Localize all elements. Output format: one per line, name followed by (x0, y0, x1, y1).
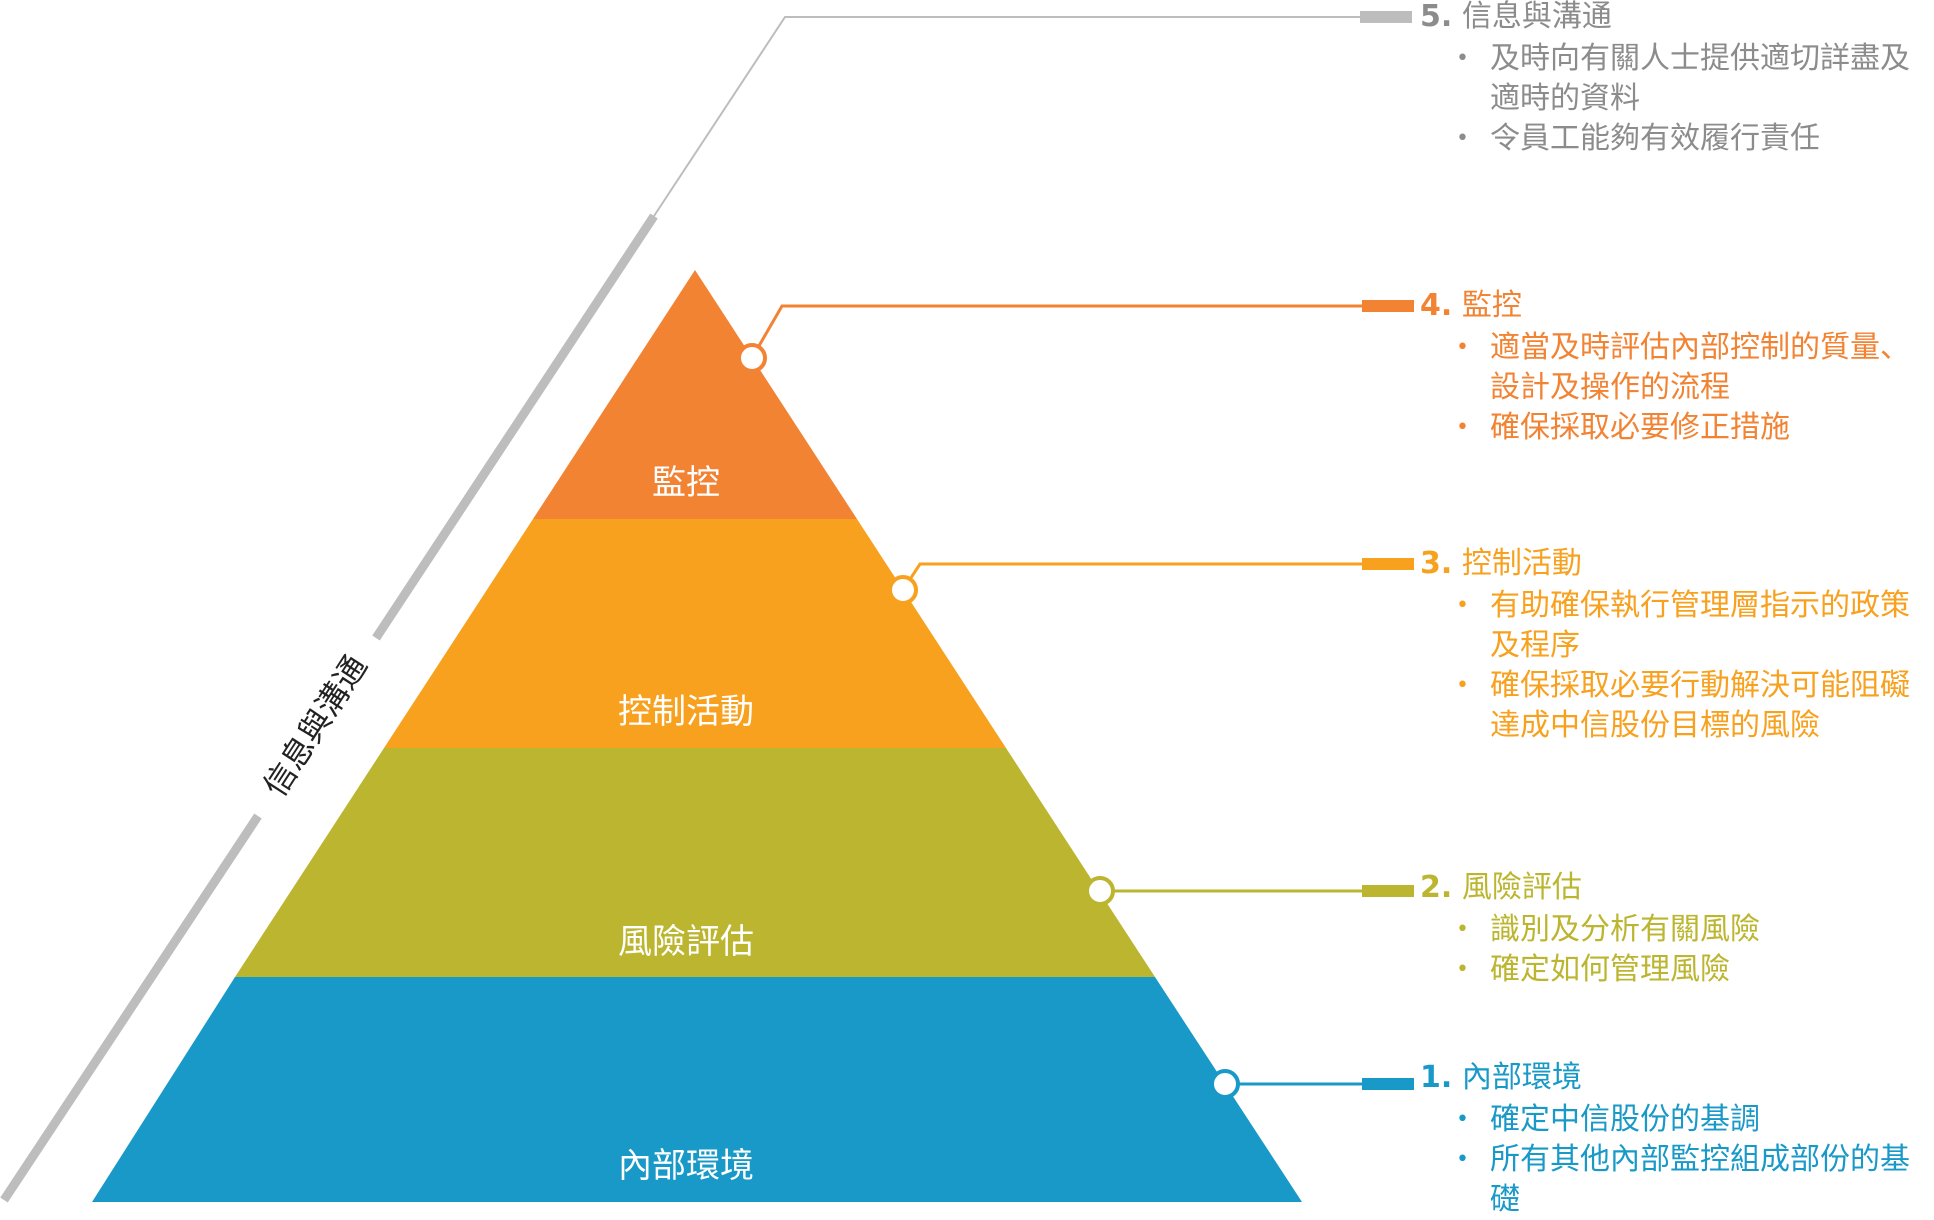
panel-number-information-communication: 5. (1420, 0, 1453, 34)
communication-bar-upper (372, 213, 658, 641)
list-item: 確定中信股份的基調 (1420, 1100, 1920, 1140)
panel-heading-risk-assessment: 風險評估 (1461, 870, 1582, 905)
tier-label-control-activities: 控制活動 (618, 692, 754, 732)
panel-title-monitoring: 4. 監控 (1420, 286, 1920, 326)
panel-number-internal-environment: 1. (1420, 1060, 1453, 1095)
list-item: 所有其他內部監控組成部份的基礎 (1420, 1140, 1920, 1220)
panel-heading-monitoring: 監控 (1461, 288, 1522, 323)
tier-risk-assessment (235, 748, 1155, 977)
panel-internal-environment: 1. 內部環境 確定中信股份的基調 所有其他內部監控組成部份的基礎 (1420, 1058, 1920, 1220)
panel-control-activities: 3. 控制活動 有助確保執行管理層指示的政策及程序 確保採取必要行動解決可能阻礙… (1420, 544, 1920, 746)
communication-connector-line (653, 16, 1372, 217)
side-label-information-communication: 信息與溝通 (256, 648, 375, 803)
connector-node-risk-assessment (1085, 876, 1115, 906)
tier-control-activities (384, 519, 1006, 748)
tier-internal-environment (92, 977, 1302, 1202)
list-item: 及時向有關人士提供適切詳盡及適時的資料 (1420, 39, 1920, 119)
connector-tick-internal-environment (1362, 1078, 1414, 1090)
connector-line-control-activities (901, 562, 1362, 591)
list-item: 確保採取必要行動解決可能阻礙達成中信股份目標的風險 (1420, 666, 1920, 746)
panel-title-control-activities: 3. 控制活動 (1420, 544, 1920, 584)
panel-title-information-communication: 5. 信息與溝通 (1420, 0, 1920, 37)
connector-tick-monitoring (1362, 300, 1414, 312)
list-item: 令員工能夠有效履行責任 (1420, 119, 1920, 159)
list-item: 確保採取必要修正措施 (1420, 408, 1920, 448)
panel-title-risk-assessment: 2. 風險評估 (1420, 868, 1920, 908)
panel-information-communication: 5. 信息與溝通 及時向有關人士提供適切詳盡及適時的資料 令員工能夠有效履行責任 (1420, 0, 1920, 159)
tier-label-risk-assessment: 風險評估 (618, 922, 754, 962)
panel-list-control-activities: 有助確保執行管理層指示的政策及程序 確保採取必要行動解決可能阻礙達成中信股份目標… (1420, 586, 1920, 746)
panel-number-monitoring: 4. (1420, 288, 1453, 323)
list-item: 適當及時評估內部控制的質量、設計及操作的流程 (1420, 328, 1920, 408)
panel-monitoring: 4. 監控 適當及時評估內部控制的質量、設計及操作的流程 確保採取必要修正措施 (1420, 286, 1920, 448)
connector-tick-information-communication (1360, 11, 1412, 23)
list-item: 確定如何管理風險 (1420, 950, 1920, 990)
connector-node-internal-environment (1210, 1069, 1240, 1099)
panel-number-risk-assessment: 2. (1420, 870, 1453, 905)
list-item: 有助確保執行管理層指示的政策及程序 (1420, 586, 1920, 666)
panel-list-risk-assessment: 識別及分析有關風險 確定如何管理風險 (1420, 910, 1920, 990)
tier-monitoring (533, 270, 857, 519)
panel-heading-control-activities: 控制活動 (1461, 546, 1582, 581)
panel-risk-assessment: 2. 風險評估 識別及分析有關風險 確定如何管理風險 (1420, 868, 1920, 990)
panel-title-internal-environment: 1. 內部環境 (1420, 1058, 1920, 1098)
connector-tick-control-activities (1362, 558, 1414, 570)
panel-list-information-communication: 及時向有關人士提供適切詳盡及適時的資料 令員工能夠有效履行責任 (1420, 39, 1920, 159)
panel-list-monitoring: 適當及時評估內部控制的質量、設計及操作的流程 確保採取必要修正措施 (1420, 328, 1920, 448)
connector-line-monitoring (750, 304, 1362, 359)
tier-label-monitoring: 監控 (652, 463, 720, 503)
connector-tick-risk-assessment (1362, 885, 1414, 897)
panel-number-control-activities: 3. (1420, 546, 1453, 581)
tier-label-internal-environment: 內部環境 (618, 1146, 754, 1186)
communication-bar-lower (0, 813, 262, 1203)
panel-heading-information-communication: 信息與溝通 (1461, 0, 1612, 34)
panel-heading-internal-environment: 內部環境 (1461, 1060, 1582, 1095)
connector-node-control-activities (888, 575, 918, 605)
connector-node-monitoring (737, 343, 767, 373)
panel-list-internal-environment: 確定中信股份的基調 所有其他內部監控組成部份的基礎 (1420, 1100, 1920, 1220)
list-item: 識別及分析有關風險 (1420, 910, 1920, 950)
